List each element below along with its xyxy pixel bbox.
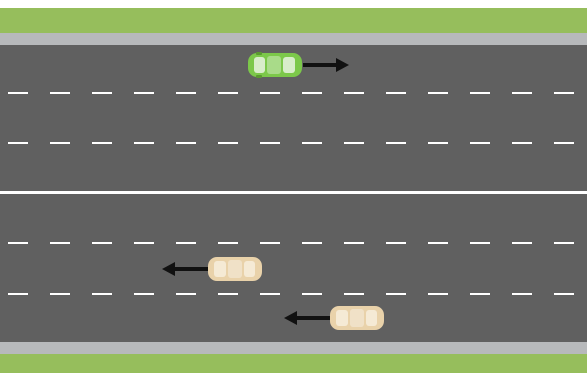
curb-bottom xyxy=(0,342,587,354)
tan-car-icon xyxy=(162,256,264,282)
green-car-icon xyxy=(246,52,352,78)
lane-divider-bottom-1 xyxy=(0,242,587,244)
lane-divider-top-2 xyxy=(0,142,587,144)
tan-car-icon xyxy=(284,305,386,331)
vehicle-green-car[interactable] xyxy=(246,52,352,78)
grass-strip-bottom xyxy=(0,354,587,373)
grass-strip-top xyxy=(0,8,587,33)
vehicle-tan-car-1[interactable] xyxy=(162,256,264,282)
center-median-line xyxy=(0,191,587,194)
lane-divider-bottom-2 xyxy=(0,293,587,295)
lane-divider-top-1 xyxy=(0,92,587,94)
curb-top xyxy=(0,33,587,45)
vehicle-tan-car-2[interactable] xyxy=(284,305,386,331)
